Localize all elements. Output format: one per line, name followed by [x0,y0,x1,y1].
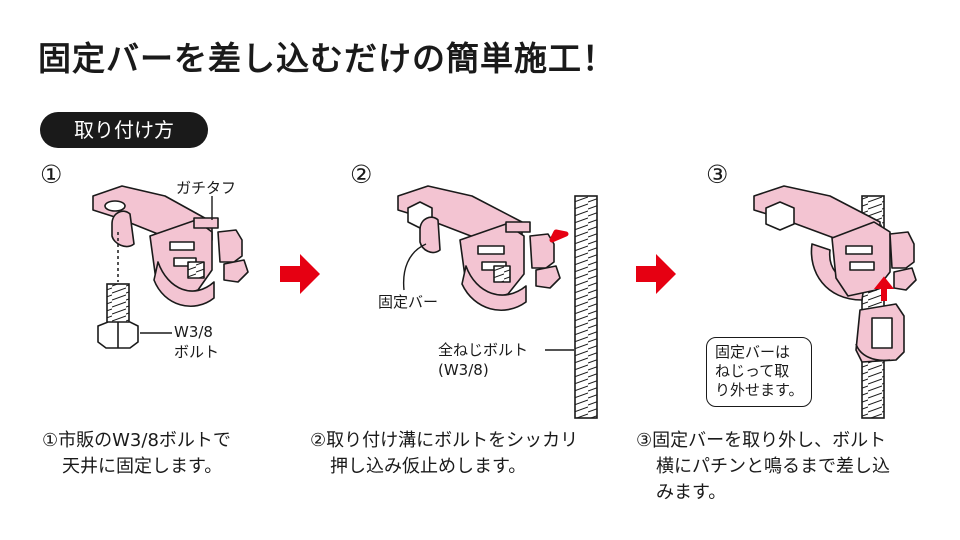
step-number-3: ③ [706,160,729,189]
bolt-label-line2: ボルト [174,343,220,361]
step-number-2: ② [350,160,373,189]
caption-1-line2: 天井に固定します。 [62,456,223,477]
gachitaf-bracket-1 [92,185,249,307]
note-line3: り外せます。 [715,381,804,399]
fixed-bar-label: 固定バー [378,293,439,311]
note-line2: ねじって取 [715,362,790,380]
full-thread-label-line2: (W3/8) [438,361,489,379]
gachitaf-bracket-3 [753,185,917,301]
removal-note: 固定バーは ねじって取 り外せます。 [706,337,812,407]
step-1-caption: ①市販のW3/8ボルトで 天井に固定します。 [42,428,231,480]
caption-3-line3: みます。 [656,482,727,503]
caption-3-line2: 横にパチンと鳴るまで差し込 [656,456,890,477]
red-arrow-icon [549,229,569,243]
right-arrow-icon [280,254,320,294]
caption-1-line1: ①市販のW3/8ボルトで [42,430,231,451]
fixed-bar-leader [402,243,427,291]
bolt-label-line1: W3/8 [174,323,213,341]
fixed-bar-removed [855,303,905,363]
w38-bolt [97,283,139,349]
note-line1: 固定バーは [715,343,791,361]
gachitaf-label: ガチタフ [176,179,237,197]
gachitaf-bracket-2 [397,185,561,311]
caption-2-line1: ②取り付け溝にボルトをシッカリ [310,430,579,451]
step-2-caption: ②取り付け溝にボルトをシッカリ 押し込み仮止めします。 [310,428,578,480]
step-number-1: ① [40,160,63,189]
right-arrow-icon [636,254,676,294]
section-label: 取り付け方 [40,112,208,148]
step-3-caption: ③固定バーを取り外し、ボルト 横にパチンと鳴るまで差し込 みます。 [636,428,890,506]
caption-2-line2: 押し込み仮止めします。 [330,456,527,477]
red-arrow-icon [873,276,895,301]
page-title: 固定バーを差し込むだけの簡単施工！ [38,39,616,78]
caption-3-line1: ③固定バーを取り外し、ボルト [636,430,887,451]
full-thread-label-line1: 全ねじボルト [438,341,529,359]
full-thread-bolt [574,195,598,419]
